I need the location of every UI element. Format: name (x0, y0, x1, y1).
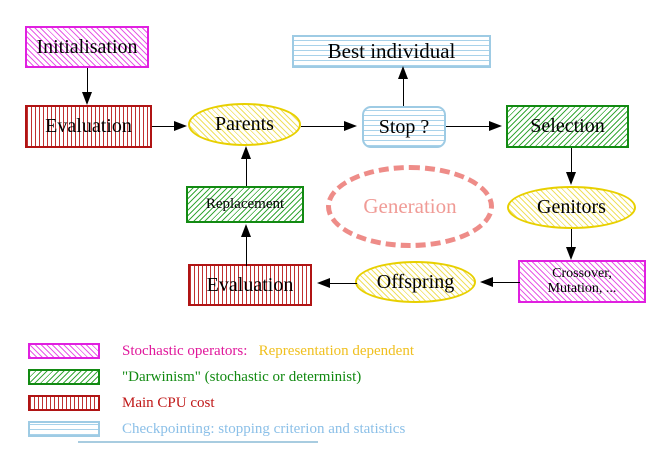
arrowhead-selection-to-genitors (566, 172, 576, 185)
arrowhead-offspring-to-evaluation (317, 278, 330, 288)
legend-text-primary: Stochastic operators: (122, 342, 248, 359)
legend-label-stochastic-operators: Stochastic operators: Representation dep… (122, 343, 414, 360)
node-generation-boundary: Generation (326, 165, 494, 248)
node-evaluation-bottom-label: Evaluation (206, 273, 294, 296)
arrowhead-genitors-to-crossover (566, 247, 576, 260)
node-offspring-label: Offspring (376, 270, 455, 293)
arrowhead-stop-to-selection (489, 121, 502, 131)
node-evaluation-bottom[interactable]: Evaluation (188, 264, 312, 306)
arrowhead-replacement-to-parents (241, 146, 251, 159)
legend-text-accent (247, 343, 258, 359)
edge-replacement-to-parents (246, 158, 247, 186)
node-evaluation-top[interactable]: Evaluation (25, 105, 152, 148)
edge-initialisation-to-evaluation (87, 68, 88, 94)
edge-offspring-to-evaluation (330, 283, 357, 284)
edge-stop-to-selection (446, 126, 490, 127)
legend-swatch-red-vertical-hatch (28, 395, 100, 411)
node-genitors-label: Genitors (537, 196, 606, 218)
node-genitors[interactable]: Genitors (507, 186, 636, 229)
legend-row: Checkpointing: stopping criterion and st… (0, 416, 662, 442)
edge-evaluation-to-parents (152, 126, 176, 127)
arrowhead-initialisation-to-evaluation (82, 92, 92, 105)
legend-swatch-magenta-diagonal-hatch (28, 343, 100, 359)
legend-text-accent-value: Representation dependent (258, 342, 415, 359)
legend: Stochastic operators: Representation dep… (0, 338, 662, 442)
node-selection-label: Selection (530, 115, 605, 137)
legend-swatch-green-diagonal-hatch (28, 369, 100, 385)
node-parents-label: Parents (215, 113, 274, 135)
edge-crossover-to-offspring (492, 282, 520, 283)
node-initialisation[interactable]: Initialisation (25, 26, 149, 68)
edge-parents-to-stop (301, 126, 345, 127)
edge-genitors-to-crossover (571, 229, 572, 249)
legend-row: Stochastic operators: Representation dep… (0, 338, 662, 364)
arrowhead-evaluation-to-replacement (241, 224, 251, 237)
bottom-rule (78, 441, 318, 443)
edge-stop-to-best-individual (403, 76, 404, 106)
node-initialisation-label: Initialisation (36, 35, 138, 58)
node-best-individual-label: Best individual (327, 39, 456, 64)
legend-label-main-cpu-cost: Main CPU cost (122, 394, 215, 411)
edge-selection-to-genitors (571, 148, 572, 174)
node-crossover-mutation-label: Crossover, Mutation, ... (547, 265, 617, 296)
legend-row: "Darwinism" (stochastic or determinist) (0, 364, 662, 390)
arrowhead-parents-to-stop (344, 121, 357, 131)
edge-evaluation-to-replacement (246, 234, 247, 266)
arrowhead-crossover-to-offspring (480, 277, 493, 287)
legend-swatch-blue-horizontal-hatch (28, 421, 100, 437)
node-parents[interactable]: Parents (188, 103, 301, 146)
node-stop-label: Stop ? (378, 115, 430, 138)
legend-row: Main CPU cost (0, 390, 662, 416)
node-replacement-label: Replacement (205, 195, 285, 212)
node-evaluation-top-label: Evaluation (45, 115, 132, 137)
node-best-individual[interactable]: Best individual (292, 35, 491, 68)
legend-label-checkpointing: Checkpointing: stopping criterion and st… (122, 420, 406, 437)
node-selection[interactable]: Selection (506, 105, 629, 148)
node-stop[interactable]: Stop ? (362, 106, 446, 148)
node-generation-label: Generation (363, 194, 457, 218)
node-replacement[interactable]: Replacement (186, 186, 304, 223)
node-crossover-mutation[interactable]: Crossover, Mutation, ... (518, 260, 646, 303)
legend-label-darwinism: "Darwinism" (stochastic or determinist) (122, 368, 362, 385)
arrowhead-stop-to-best-individual (398, 66, 408, 79)
arrowhead-evaluation-to-parents (174, 121, 187, 131)
node-offspring[interactable]: Offspring (355, 261, 476, 303)
